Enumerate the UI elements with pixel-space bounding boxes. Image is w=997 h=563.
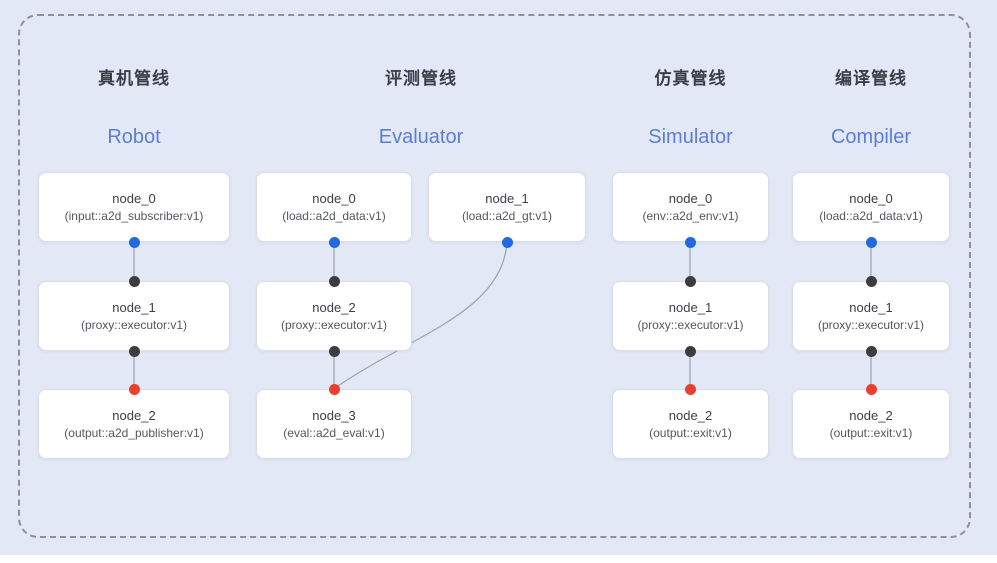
pipeline-title-en-compiler: Compiler <box>830 125 912 148</box>
pipeline-title-zh-robot: 真机管线 <box>98 68 170 88</box>
dashed-border-frame <box>18 14 971 538</box>
port-dot-blue <box>865 236 877 248</box>
node-type: (input::a2d_subscriber:v1) <box>64 209 204 223</box>
node-card-sim-node2: node_2 (output::exit:v1) <box>612 389 769 459</box>
node-name: node_2 <box>312 300 356 315</box>
node-name: node_0 <box>112 191 156 206</box>
node-card-comp-node2: node_2 (output::exit:v1) <box>792 389 950 459</box>
port-dot-red <box>865 383 877 395</box>
node-type: (proxy::executor:v1) <box>637 318 744 332</box>
node-card-eval-node0: node_0 (load::a2d_data:v1) <box>256 172 412 242</box>
pipeline-title-zh-compiler: 编译管线 <box>835 68 907 88</box>
port-dot-dark <box>128 275 140 287</box>
node-card-eval-node1: node_1 (load::a2d_gt:v1) <box>428 172 586 242</box>
port-dot-dark <box>328 275 340 287</box>
port-dot-blue <box>328 236 340 248</box>
node-type: (output::a2d_publisher:v1) <box>64 426 204 440</box>
pipeline-title-en-evaluator: Evaluator <box>378 125 464 148</box>
node-card-robot-node2: node_2 (output::a2d_publisher:v1) <box>38 389 230 459</box>
node-name: node_0 <box>312 191 356 206</box>
node-type: (output::exit:v1) <box>649 426 732 440</box>
node-name: node_1 <box>485 191 529 206</box>
node-card-comp-node1: node_1 (proxy::executor:v1) <box>792 281 950 351</box>
node-name: node_3 <box>312 408 356 423</box>
node-name: node_1 <box>849 300 893 315</box>
node-type: (proxy::executor:v1) <box>280 318 388 332</box>
node-card-eval-node2: node_2 (proxy::executor:v1) <box>256 281 412 351</box>
port-dot-red <box>684 383 696 395</box>
node-type: (load::a2d_gt:v1) <box>461 209 553 223</box>
port-dot-dark <box>684 275 696 287</box>
node-type: (load::a2d_data:v1) <box>819 209 923 223</box>
node-name: node_0 <box>668 191 713 206</box>
node-name: node_2 <box>112 408 156 423</box>
node-type: (output::exit:v1) <box>829 426 913 440</box>
port-dot-blue <box>501 236 513 248</box>
pipeline-title-zh-simulator: 仿真管线 <box>654 68 727 88</box>
port-dot-blue <box>684 236 696 248</box>
node-type: (proxy::executor:v1) <box>80 318 188 332</box>
node-name: node_0 <box>849 191 893 206</box>
node-type: (load::a2d_data:v1) <box>282 209 386 223</box>
port-dot-red <box>328 383 340 395</box>
node-card-comp-node0: node_0 (load::a2d_data:v1) <box>792 172 950 242</box>
port-dot-blue <box>128 236 140 248</box>
node-card-sim-node1: node_1 (proxy::executor:v1) <box>612 281 769 351</box>
bottom-white-strip <box>0 555 997 563</box>
port-dot-dark <box>865 345 877 357</box>
node-card-robot-node1: node_1 (proxy::executor:v1) <box>38 281 230 351</box>
node-card-sim-node0: node_0 (env::a2d_env:v1) <box>612 172 769 242</box>
pipeline-title-en-robot: Robot <box>107 125 161 148</box>
node-name: node_1 <box>112 300 156 315</box>
node-name: node_1 <box>668 300 713 315</box>
node-name: node_2 <box>668 408 713 423</box>
port-dot-dark <box>128 345 140 357</box>
node-name: node_2 <box>849 408 893 423</box>
node-type: (env::a2d_env:v1) <box>642 209 739 223</box>
port-dot-dark <box>328 345 340 357</box>
node-card-robot-node0: node_0 (input::a2d_subscriber:v1) <box>38 172 230 242</box>
port-dot-dark <box>684 345 696 357</box>
node-card-eval-node3: node_3 (eval::a2d_eval:v1) <box>256 389 412 459</box>
node-type: (eval::a2d_eval:v1) <box>283 426 385 440</box>
edge-eval-n1-n3-curve <box>337 242 508 387</box>
node-type: (proxy::executor:v1) <box>817 318 925 332</box>
pipeline-title-en-simulator: Simulator <box>648 125 733 148</box>
port-dot-dark <box>865 275 877 287</box>
port-dot-red <box>128 383 140 395</box>
pipeline-title-zh-evaluator: 评测管线 <box>385 68 457 88</box>
